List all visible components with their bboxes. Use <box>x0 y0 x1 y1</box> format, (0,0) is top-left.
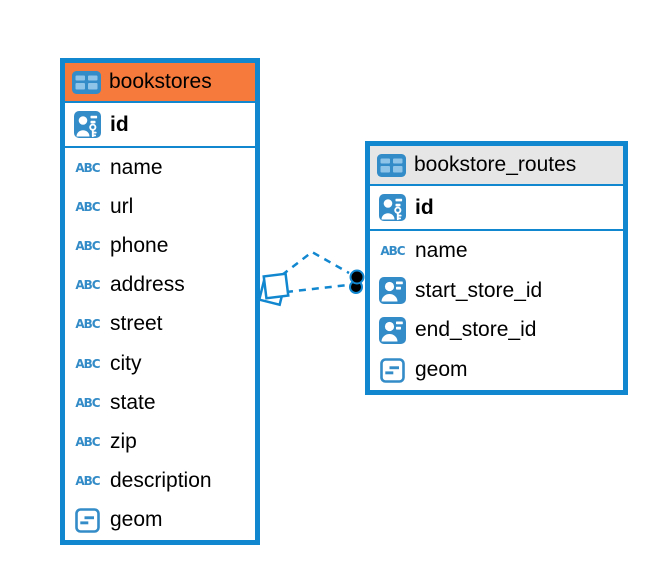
primary-key-person-icon <box>378 194 407 221</box>
geometry-type-icon <box>73 508 102 533</box>
primary-key-person-icon <box>73 111 102 138</box>
text-type-glyph: ABC <box>75 474 100 489</box>
column-label: state <box>110 390 156 414</box>
entity-title: bookstores <box>109 70 212 93</box>
reference-person-icon <box>378 277 407 305</box>
primary-key-row[interactable]: id <box>370 186 623 231</box>
text-type-glyph: ABC <box>75 160 100 175</box>
column-row[interactable]: ABC name <box>370 231 623 271</box>
text-type-icon: ABC <box>73 239 102 253</box>
entity-header[interactable]: bookstores <box>65 63 255 103</box>
column-label: name <box>110 155 163 179</box>
relationship-line[interactable] <box>281 250 350 276</box>
entity-header[interactable]: bookstore_routes <box>370 146 623 186</box>
column-row[interactable]: ABC url <box>65 187 255 227</box>
text-type-icon: ABC <box>73 474 102 488</box>
primary-key-label: id <box>415 195 434 219</box>
text-type-icon: ABC <box>378 244 407 258</box>
column-label: end_store_id <box>415 318 537 342</box>
column-label: geom <box>415 358 468 382</box>
column-label: address <box>110 273 185 297</box>
text-type-icon: ABC <box>73 317 102 331</box>
column-label: phone <box>110 234 169 257</box>
column-row[interactable]: end_store_id <box>370 310 623 351</box>
table-icon <box>72 70 101 94</box>
text-type-glyph: ABC <box>75 395 100 410</box>
column-row[interactable]: ABC address <box>65 265 255 305</box>
text-type-icon: ABC <box>73 278 102 292</box>
column-label: city <box>110 351 142 375</box>
column-row[interactable]: geom <box>370 350 623 390</box>
relationship-line[interactable] <box>285 283 349 294</box>
geometry-type-icon <box>378 357 407 383</box>
primary-key-row[interactable]: id <box>65 103 255 148</box>
column-row[interactable]: ABC city <box>65 344 255 384</box>
column-label: description <box>110 469 212 493</box>
reference-person-icon <box>378 316 407 344</box>
text-type-glyph: ABC <box>75 317 100 332</box>
column-row[interactable]: ABC description <box>65 461 255 501</box>
text-type-icon: ABC <box>73 161 102 175</box>
text-type-glyph: ABC <box>75 278 100 293</box>
text-type-glyph: ABC <box>75 239 100 253</box>
text-type-icon: ABC <box>73 435 102 449</box>
column-label: url <box>110 194 134 218</box>
column-row[interactable]: ABC phone <box>65 226 255 266</box>
column-row[interactable]: ABC state <box>65 383 255 423</box>
text-type-icon: ABC <box>73 357 102 371</box>
text-type-icon: ABC <box>73 396 102 410</box>
column-row[interactable]: ABC street <box>65 304 255 345</box>
text-type-glyph: ABC <box>75 356 100 371</box>
table-icon <box>377 153 406 177</box>
text-type-glyph: ABC <box>380 243 405 258</box>
column-label: street <box>110 312 163 336</box>
column-row[interactable]: ABC zip <box>65 422 255 462</box>
entity-title: bookstore_routes <box>414 153 577 176</box>
text-type-glyph: ABC <box>75 435 100 450</box>
column-row[interactable]: geom <box>65 500 255 541</box>
many-end-diamond-marker <box>257 272 290 307</box>
fk-relationship[interactable] <box>257 250 365 307</box>
entity-bookstore-routes[interactable]: bookstore_routes id ABC name start_store_i… <box>365 141 628 395</box>
column-row[interactable]: ABC name <box>65 148 255 188</box>
column-label: start_store_id <box>415 278 543 302</box>
one-end-dot-marker <box>349 269 365 294</box>
column-row[interactable]: start_store_id <box>370 270 623 311</box>
text-type-glyph: ABC <box>75 199 100 214</box>
column-label: zip <box>110 430 137 454</box>
text-type-icon: ABC <box>73 200 102 214</box>
column-label: geom <box>110 508 163 532</box>
column-label: name <box>415 238 468 262</box>
primary-key-label: id <box>110 112 129 136</box>
